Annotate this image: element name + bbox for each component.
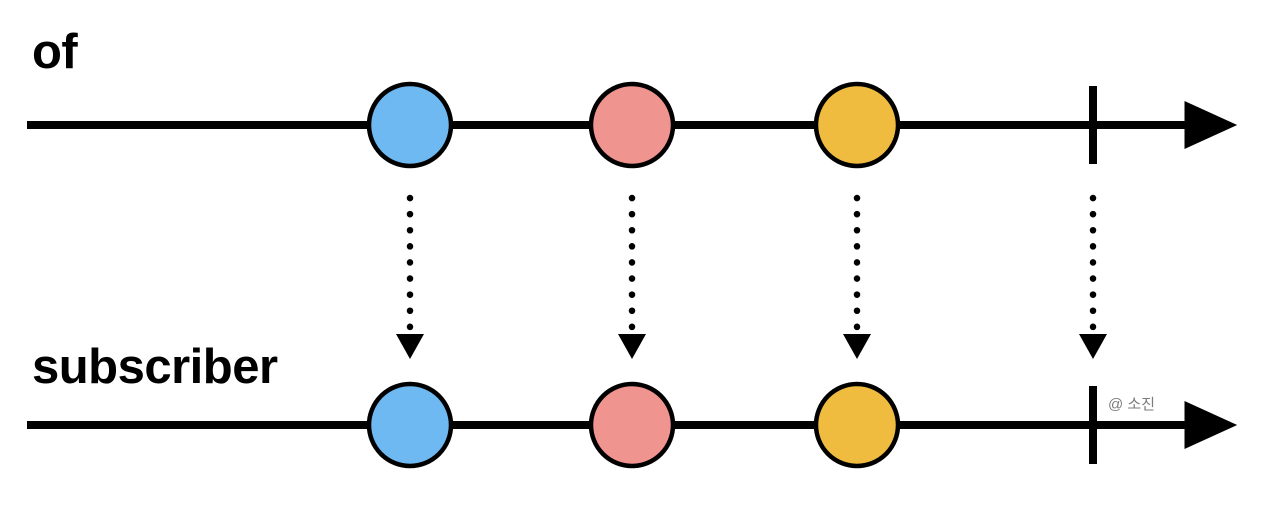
stream-label-of: of: [32, 25, 78, 79]
marble-blue-subscriber[interactable]: [366, 381, 454, 469]
connector-blue-arrowhead-icon: [396, 334, 424, 359]
stream-subscriber: subscriber: [27, 340, 1238, 469]
marble-blue-source[interactable]: [366, 81, 454, 169]
connector-salmon: [618, 194, 646, 359]
marble-yellow-subscriber[interactable]: [813, 381, 901, 469]
watermark-credit: @ 소진: [1108, 396, 1155, 413]
marble-yellow-source[interactable]: [813, 81, 901, 169]
connector-complete-arrowhead-icon: [1079, 334, 1107, 359]
connector-salmon-arrowhead-icon: [618, 334, 646, 359]
stream-label-subscriber: subscriber: [32, 340, 278, 394]
marble-salmon-subscriber[interactable]: [588, 381, 676, 469]
connector-complete: [1079, 194, 1107, 359]
stream-source: of: [27, 25, 1238, 169]
connector-blue: [396, 194, 424, 359]
connector-yellow-arrowhead-icon: [843, 334, 871, 359]
connector-group: [396, 194, 1107, 359]
connector-yellow: [843, 194, 871, 359]
marble-salmon-source[interactable]: [588, 81, 676, 169]
